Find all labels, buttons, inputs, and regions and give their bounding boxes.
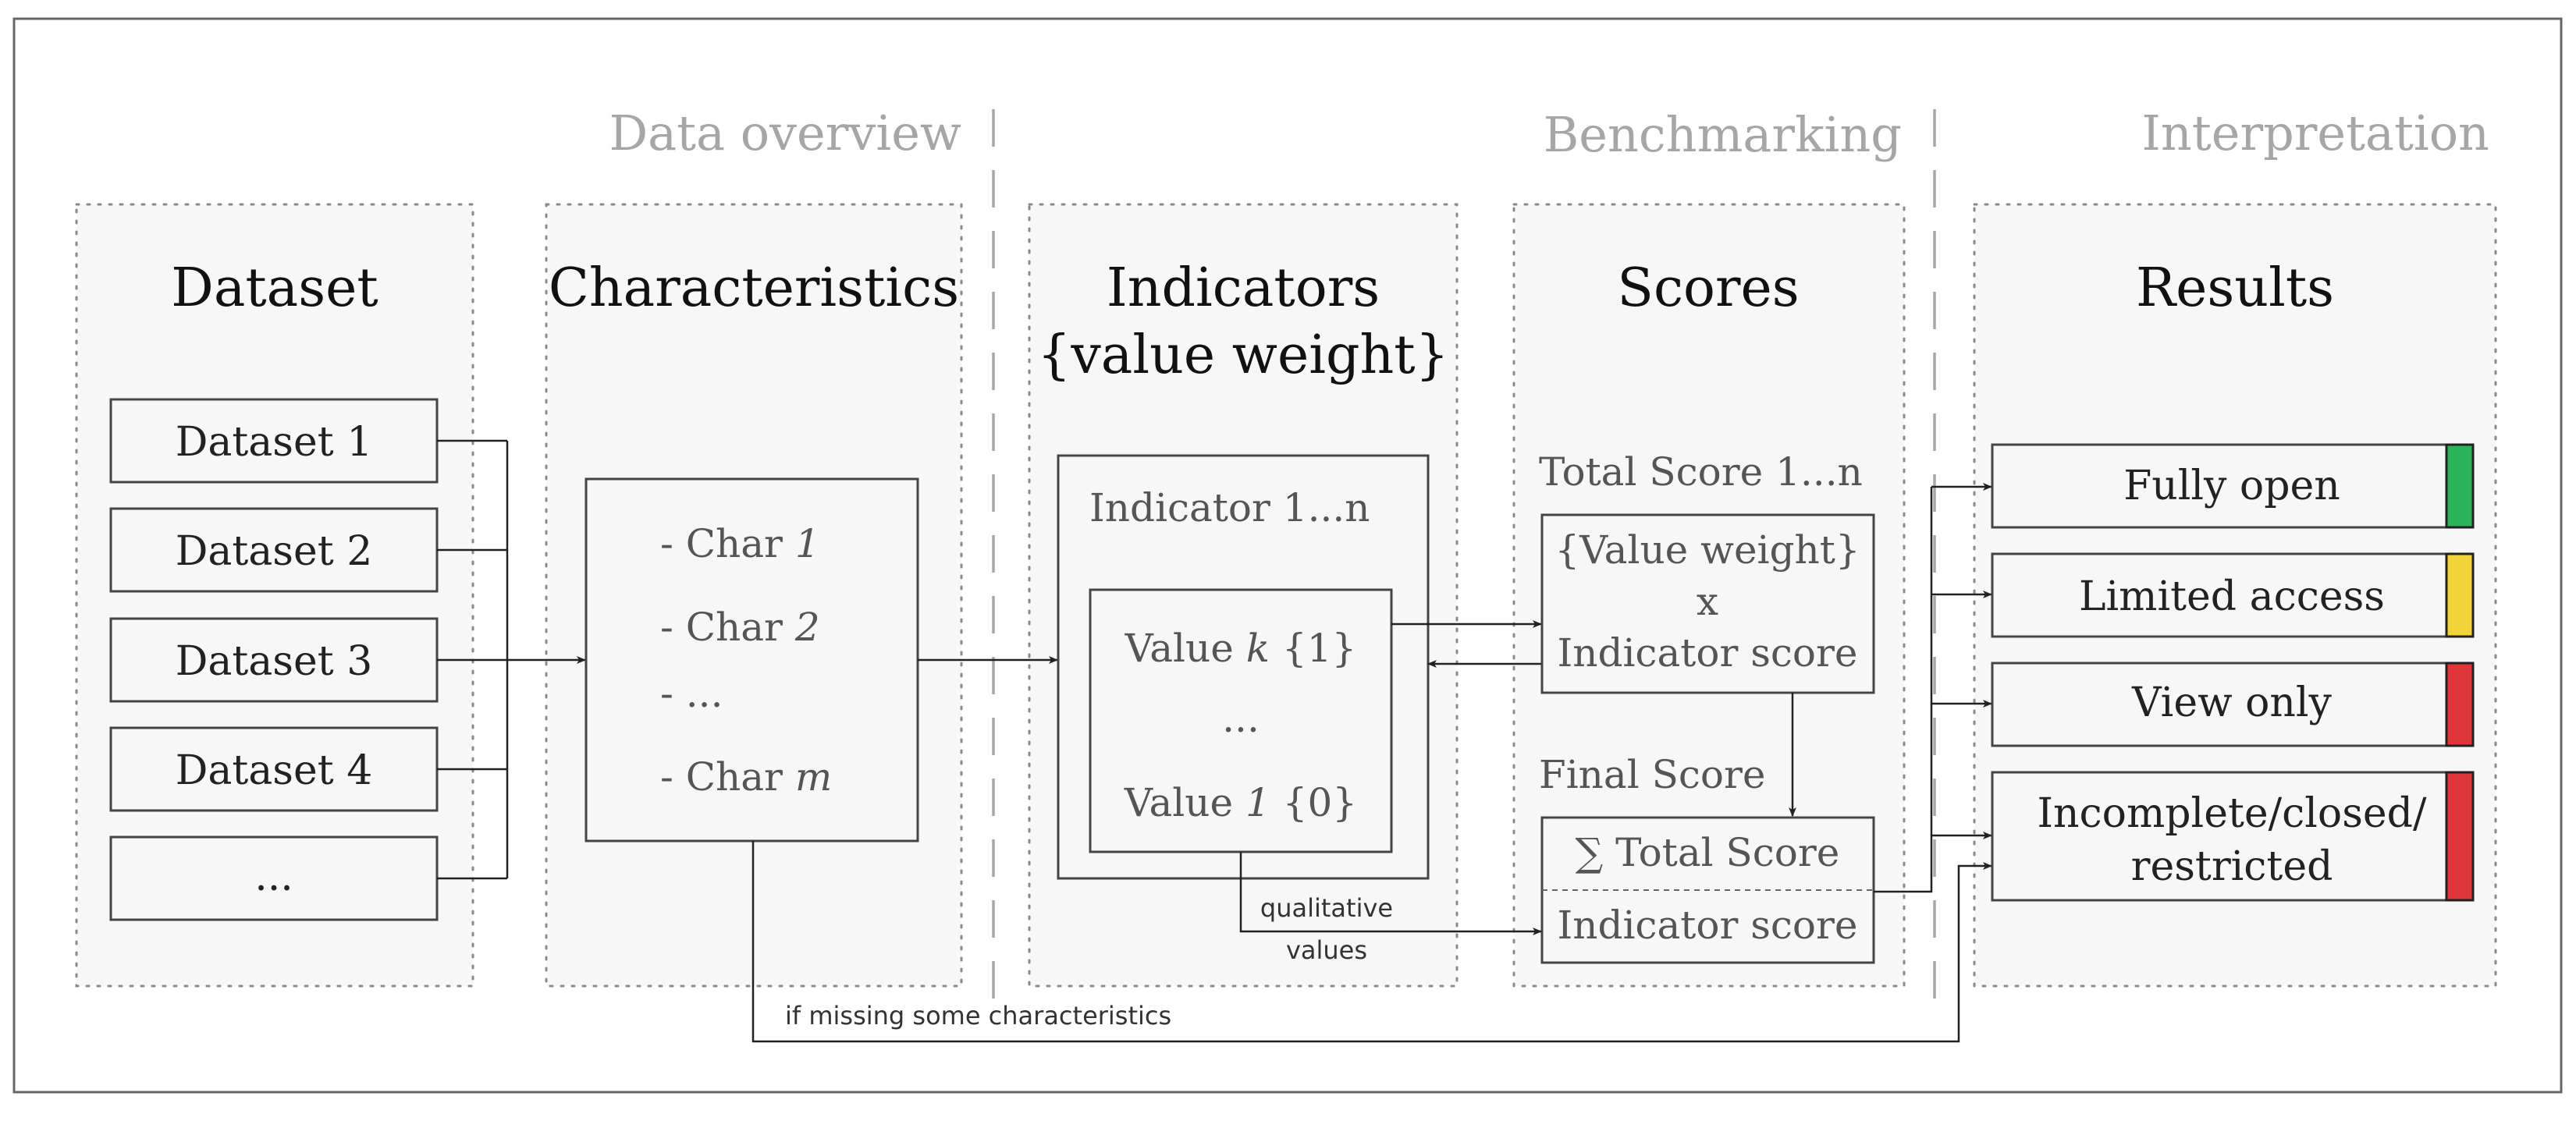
total-score-line-2: x [1697, 579, 1718, 624]
dataset-item-3: Dataset 3 [109, 617, 439, 703]
note-qualitative: qualitative [1260, 893, 1393, 923]
dataset-item-1: Dataset 1 [109, 398, 439, 484]
svg-text:Dataset 3: Dataset 3 [176, 638, 373, 685]
characteristics-box [584, 477, 919, 843]
indicators-title: Indicators [1107, 257, 1380, 319]
svg-text:Incomplete/closed/: Incomplete/closed/ [2038, 790, 2427, 837]
indicator-box-label: Indicator 1...n [1089, 485, 1370, 530]
char-item-1: - Char 1 [660, 521, 820, 566]
char-item-3: - ... [660, 671, 723, 716]
result-view-only: View only [1991, 662, 2475, 747]
result-incomplete-closed-restricted: Incomplete/closed/ restricted [1991, 771, 2475, 902]
svg-text:...: ... [254, 853, 293, 900]
final-score-indicator: Indicator score [1557, 903, 1857, 948]
value-k: Value k {1} [1125, 626, 1357, 671]
values-box [1089, 588, 1393, 853]
dataset-item-more: ... [109, 835, 439, 921]
total-score-line-3: Indicator score [1557, 630, 1857, 676]
svg-text:Limited access: Limited access [2079, 573, 2385, 620]
indicators-subtitle: {value weight} [1037, 325, 1449, 386]
value-ellipsis: ... [1222, 696, 1260, 741]
final-score-label: Final Score [1539, 752, 1765, 797]
dataset-item-2: Dataset 2 [109, 507, 439, 593]
svg-text:Fully open: Fully open [2123, 463, 2340, 509]
dataset-title: Dataset [171, 257, 378, 319]
total-score-label: Total Score 1...n [1539, 449, 1863, 495]
characteristics-title: Characteristics [549, 257, 959, 319]
result-limited-access: Limited access [1991, 552, 2475, 638]
results-title: Results [2136, 257, 2334, 319]
char-item-2: - Char 2 [660, 605, 820, 650]
svg-text:Dataset 4: Dataset 4 [176, 747, 373, 794]
stage-label-data-overview: Data overview [609, 105, 961, 161]
value-1: Value 1 {0} [1124, 780, 1357, 825]
arrow-missing-characteristics [751, 841, 1992, 1043]
status-swatch-fully-open [2445, 443, 2475, 529]
results-fanout [1874, 483, 1992, 893]
total-score-box [1540, 513, 1875, 694]
arrow-qualitative-values [1239, 852, 1542, 935]
svg-text:restricted: restricted [2131, 843, 2333, 890]
note-values: values [1286, 935, 1367, 965]
stage-label-interpretation: Interpretation [2141, 105, 2489, 161]
status-swatch-view-only [2445, 662, 2475, 747]
dataset-item-4: Dataset 4 [109, 726, 439, 812]
result-fully-open: Fully open [1991, 443, 2475, 529]
char-item-4: - Char m [660, 754, 832, 800]
scores-title: Scores [1617, 257, 1799, 319]
note-missing-characteristics: if missing some characteristics [785, 1001, 1171, 1031]
svg-text:Dataset 2: Dataset 2 [176, 528, 373, 575]
status-swatch-limited-access [2445, 552, 2475, 638]
svg-text:Dataset 1: Dataset 1 [176, 419, 373, 466]
svg-text:View only: View only [2131, 679, 2333, 726]
final-score-sum: ∑ Total Score [1576, 830, 1840, 875]
status-swatch-incomplete [2445, 771, 2475, 902]
stage-label-benchmarking: Benchmarking [1544, 106, 1902, 163]
total-score-line-1: {Value weight} [1554, 527, 1860, 573]
